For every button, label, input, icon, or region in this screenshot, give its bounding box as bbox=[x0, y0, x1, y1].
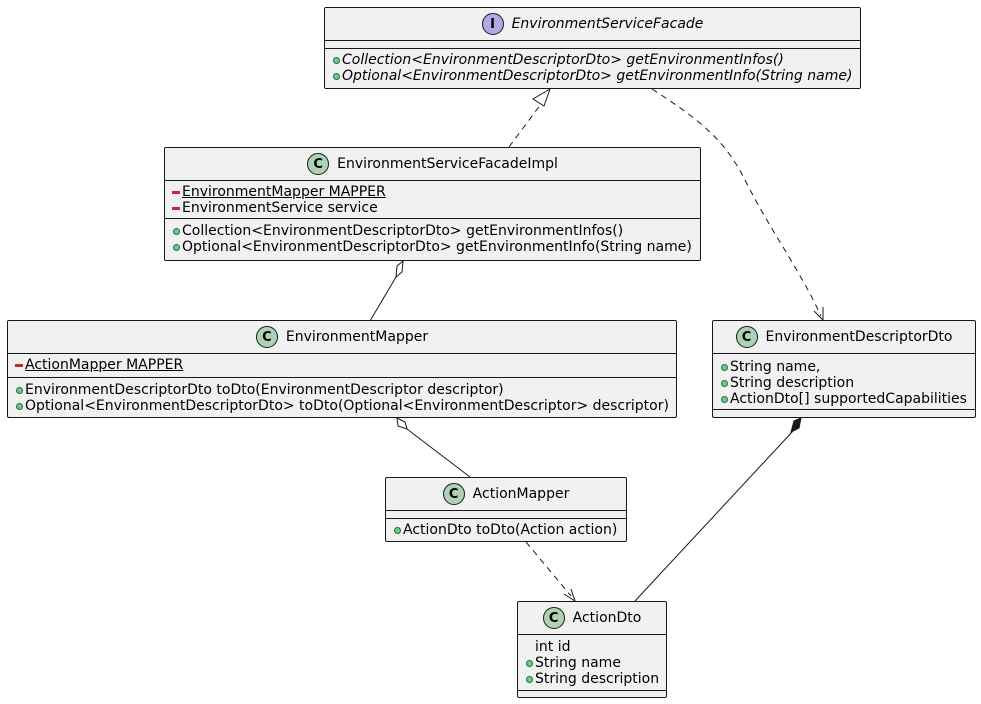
fields-section: String name, String description ActionDt… bbox=[713, 353, 975, 410]
class-action-dto: C ActionDto int id String name String de… bbox=[517, 601, 667, 698]
field-row: String name bbox=[525, 655, 621, 671]
method-row: Optional<EnvironmentDescriptorDto> toDto… bbox=[15, 398, 669, 414]
field-row: EnvironmentService service bbox=[172, 200, 378, 216]
fields-section: EnvironmentMapper MAPPER EnvironmentServ… bbox=[165, 180, 700, 219]
field-row: String name, bbox=[720, 359, 820, 375]
class-environment-mapper: C EnvironmentMapper ActionMapper MAPPER … bbox=[7, 320, 677, 418]
method-row: Optional<EnvironmentDescriptorDto> getEn… bbox=[172, 239, 692, 255]
methods-section: ActionDto toDto(Action action) bbox=[386, 518, 626, 542]
class-name: ActionDto bbox=[572, 610, 642, 626]
method-row: EnvironmentDescriptorDto toDto(Environme… bbox=[15, 382, 504, 398]
method-signature: ActionDto toDto(Action action) bbox=[403, 522, 618, 538]
field-declaration: EnvironmentService service bbox=[182, 200, 378, 216]
composition-diamond bbox=[790, 417, 802, 433]
field-declaration: int id bbox=[535, 639, 571, 655]
class-action-mapper: C ActionMapper ActionDto toDto(Action ac… bbox=[385, 477, 627, 542]
class-icon: C bbox=[735, 326, 758, 348]
method-signature: Collection<EnvironmentDescriptorDto> get… bbox=[182, 223, 624, 239]
private-visibility-icon bbox=[15, 357, 23, 373]
method-signature: EnvironmentDescriptorDto toDto(Environme… bbox=[25, 382, 504, 398]
class-icon: C bbox=[307, 153, 330, 175]
public-visibility-icon bbox=[525, 671, 533, 687]
class-icon: C bbox=[255, 326, 278, 348]
private-visibility-icon bbox=[172, 200, 180, 216]
realization-arrowhead bbox=[532, 87, 551, 107]
field-row: ActionDto[] supportedCapabilities bbox=[720, 391, 967, 407]
public-visibility-icon bbox=[332, 52, 340, 68]
class-header: C EnvironmentDescriptorDto bbox=[713, 321, 975, 353]
method-signature: Optional<EnvironmentDescriptorDto> toDto… bbox=[25, 398, 669, 414]
private-visibility-icon bbox=[172, 184, 180, 200]
edge-descriptor-dto-composes-action-dto bbox=[634, 430, 794, 602]
class-header: C ActionMapper bbox=[386, 478, 626, 510]
fields-section: ActionMapper MAPPER bbox=[8, 353, 676, 378]
field-row: String description bbox=[525, 671, 659, 687]
edge-implements-facade bbox=[508, 103, 542, 148]
method-signature: Collection<EnvironmentDescriptorDto> get… bbox=[342, 52, 784, 68]
field-row: int id bbox=[525, 639, 570, 655]
class-icon: C bbox=[442, 483, 465, 505]
class-name: EnvironmentDescriptorDto bbox=[765, 329, 953, 345]
public-visibility-icon bbox=[172, 223, 180, 239]
edge-impl-aggregates-env-mapper bbox=[369, 276, 397, 322]
method-row: Collection<EnvironmentDescriptorDto> get… bbox=[332, 52, 784, 68]
public-visibility-icon bbox=[393, 522, 401, 538]
method-signature: Optional<EnvironmentDescriptorDto> getEn… bbox=[342, 68, 853, 84]
edge-action-mapper-uses-action-dto bbox=[525, 541, 572, 597]
field-row: ActionMapper MAPPER bbox=[15, 357, 183, 373]
dependency-arrowhead bbox=[563, 588, 576, 603]
field-declaration: String name bbox=[535, 655, 621, 671]
class-header: I EnvironmentServiceFacade bbox=[325, 8, 860, 40]
class-header: C EnvironmentServiceFacadeImpl bbox=[165, 148, 700, 180]
aggregation-diamond bbox=[396, 417, 408, 430]
class-environment-descriptor-dto: C EnvironmentDescriptorDto String name, … bbox=[712, 320, 976, 418]
class-environment-service-facade: I EnvironmentServiceFacade Collection<En… bbox=[324, 7, 861, 89]
class-name: ActionMapper bbox=[472, 486, 570, 502]
methods-section: EnvironmentDescriptorDto toDto(Environme… bbox=[8, 377, 676, 418]
methods-section: Collection<EnvironmentDescriptorDto> get… bbox=[165, 218, 700, 261]
field-declaration: ActionMapper MAPPER bbox=[25, 357, 184, 373]
interface-icon: I bbox=[481, 13, 504, 35]
class-name: EnvironmentServiceFacadeImpl bbox=[337, 156, 558, 172]
field-declaration: EnvironmentMapper MAPPER bbox=[182, 184, 386, 200]
class-name: EnvironmentServiceFacade bbox=[511, 16, 704, 32]
class-environment-service-facade-impl: C EnvironmentServiceFacadeImpl Environme… bbox=[164, 147, 701, 261]
field-row: String description bbox=[720, 375, 854, 391]
class-icon: C bbox=[542, 607, 565, 629]
public-visibility-icon bbox=[525, 655, 533, 671]
edge-facade-uses-descriptor-dto bbox=[651, 88, 822, 317]
public-visibility-icon bbox=[15, 398, 23, 414]
class-header: C ActionDto bbox=[518, 602, 666, 634]
dependency-arrowhead bbox=[813, 307, 824, 322]
fields-section bbox=[386, 510, 626, 519]
public-visibility-icon bbox=[332, 68, 340, 84]
method-row: Collection<EnvironmentDescriptorDto> get… bbox=[172, 223, 623, 239]
public-visibility-icon bbox=[720, 391, 728, 407]
field-declaration: String name, bbox=[730, 359, 821, 375]
method-row: Optional<EnvironmentDescriptorDto> getEn… bbox=[332, 68, 852, 84]
class-name: EnvironmentMapper bbox=[285, 329, 429, 345]
public-visibility-icon bbox=[720, 375, 728, 391]
aggregation-diamond bbox=[395, 259, 404, 279]
public-visibility-icon bbox=[15, 382, 23, 398]
public-visibility-icon bbox=[172, 239, 180, 255]
methods-section bbox=[713, 409, 975, 418]
methods-section bbox=[518, 690, 666, 698]
public-visibility-icon bbox=[720, 359, 728, 375]
methods-section: Collection<EnvironmentDescriptorDto> get… bbox=[325, 48, 860, 89]
fields-section: int id String name String description bbox=[518, 634, 666, 691]
fields-section bbox=[325, 40, 860, 49]
method-signature: Optional<EnvironmentDescriptorDto> getEn… bbox=[182, 239, 692, 255]
field-declaration: String description bbox=[730, 375, 855, 391]
edge-env-mapper-aggregates-action-mapper bbox=[406, 428, 471, 478]
field-declaration: String description bbox=[535, 671, 660, 687]
field-row: EnvironmentMapper MAPPER bbox=[172, 184, 386, 200]
method-row: ActionDto toDto(Action action) bbox=[393, 522, 617, 538]
field-declaration: ActionDto[] supportedCapabilities bbox=[730, 391, 967, 407]
class-header: C EnvironmentMapper bbox=[8, 321, 676, 353]
